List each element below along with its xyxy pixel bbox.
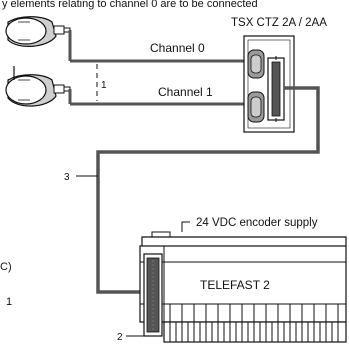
header-text: y elements relating to channel 0 are to … xyxy=(2,0,258,10)
tsx-ctz-module xyxy=(243,35,295,133)
left-margin-text-1: C) xyxy=(0,261,12,273)
callout-1-label: 1 xyxy=(101,80,107,91)
channel-0-label: Channel 0 xyxy=(150,41,205,55)
left-margin-text-2: 1 xyxy=(6,296,12,308)
encoder-0 xyxy=(5,16,71,47)
callout-2-label: 2 xyxy=(117,332,123,343)
cable-3 xyxy=(96,86,320,294)
supply-bracket xyxy=(181,221,190,232)
telefast-2-block xyxy=(139,231,347,343)
channel-1-label: Channel 1 xyxy=(158,85,213,99)
encoder-1 xyxy=(5,66,71,107)
module-name: TSX CTZ 2A / 2AA xyxy=(231,17,327,29)
telefast-label: TELEFAST 2 xyxy=(200,278,270,292)
callout-3-label: 3 xyxy=(64,172,70,183)
supply-label: 24 VDC encoder supply xyxy=(196,217,318,229)
